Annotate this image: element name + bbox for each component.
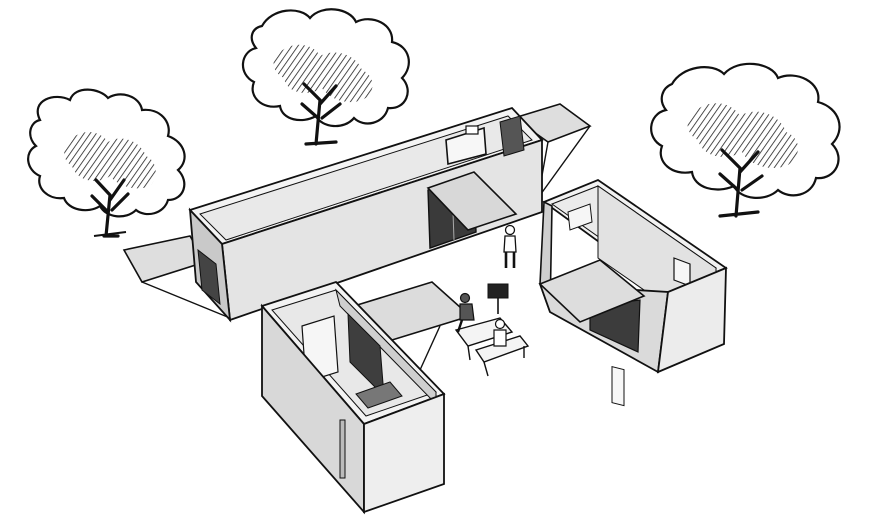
tree-left-trunk — [90, 178, 130, 238]
tree-left-roots — [93, 231, 127, 237]
tree-right-trunk — [718, 148, 764, 218]
tree-center — [241, 8, 410, 146]
tree-right — [650, 62, 841, 218]
container-long-door-canopy — [426, 171, 518, 231]
container-right — [538, 178, 728, 407]
tree-center-trunk — [300, 82, 342, 146]
person-seated-left — [456, 292, 475, 333]
container-long-far-window — [499, 115, 525, 157]
container-front-bench — [355, 381, 403, 409]
tree-center-hatch — [273, 44, 373, 103]
container-long — [122, 103, 592, 323]
container-front-end-wall — [363, 392, 445, 514]
container-long-end-window — [197, 248, 221, 306]
container-right-side-wall — [656, 266, 727, 374]
person-seated-right — [493, 318, 507, 347]
container-right-canopy — [538, 259, 646, 323]
person-standing — [503, 224, 517, 268]
tree-left-hatch — [64, 131, 156, 189]
tree-left — [27, 88, 186, 238]
container-front-side-door — [339, 419, 346, 479]
equipment-box — [487, 283, 509, 299]
tree-right-hatch — [687, 103, 798, 169]
container-front — [260, 280, 472, 515]
container-right-inner-window — [567, 203, 593, 231]
